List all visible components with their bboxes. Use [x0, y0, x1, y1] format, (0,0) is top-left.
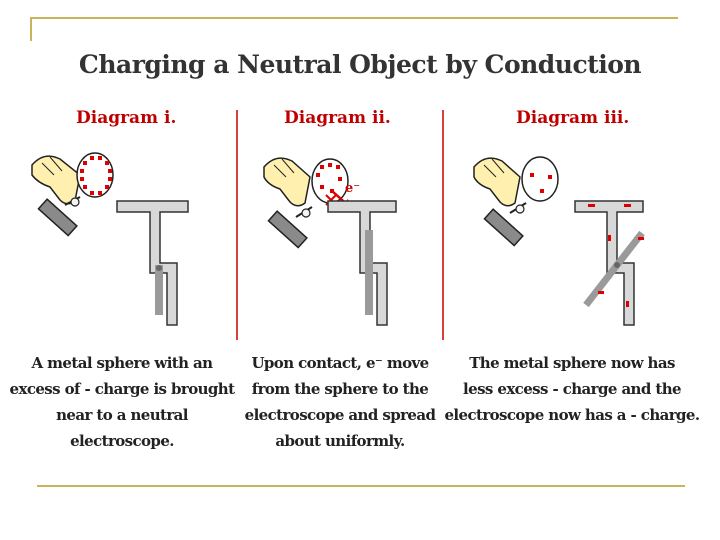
electroscope	[116, 200, 189, 326]
insulating-handle	[37, 196, 81, 237]
diagram-iii	[473, 156, 645, 326]
diagram-iii-label: Diagram iii.	[516, 108, 630, 128]
electroscope-leaf	[155, 265, 163, 315]
caption-line: near to a neutral electroscope.	[56, 406, 188, 450]
diagram-i-label: Diagram i.	[76, 108, 177, 128]
electroscope-charges	[588, 204, 644, 307]
electroscope	[574, 200, 645, 326]
caption-line: from the sphere to the	[251, 380, 429, 398]
glove-hand-icon	[473, 157, 521, 207]
caption-diagram-iii: The metal sphere now has less excess - c…	[444, 350, 700, 428]
frame-top-line	[30, 17, 678, 19]
insulating-handle	[267, 206, 313, 249]
electron-label: e⁻	[345, 181, 360, 196]
diagram-ii: e⁻	[263, 157, 397, 326]
panel-divider-1	[236, 110, 238, 340]
caption-line: excess of - charge is brought	[9, 380, 236, 398]
glove-hand-icon	[263, 157, 311, 207]
caption-line: A metal sphere with an	[31, 354, 214, 372]
metal-sphere	[311, 158, 349, 204]
caption-line: about uniformly.	[275, 432, 405, 450]
insulating-handle	[483, 202, 527, 247]
diagram-i	[31, 152, 189, 326]
metal-sphere	[76, 152, 114, 198]
frame-bottom-line	[37, 485, 685, 487]
frame-left-line	[30, 17, 32, 41]
metal-sphere	[521, 156, 559, 202]
caption-diagram-i: A metal sphere with an excess of - charg…	[2, 350, 242, 454]
slide-title: Charging a Neutral Object by Conduction	[78, 50, 642, 79]
glove-hand-icon	[31, 155, 81, 205]
caption-diagram-ii: Upon contact, e⁻ move from the sphere to…	[240, 350, 440, 454]
caption-line: Upon contact, e⁻ move	[251, 354, 429, 372]
electroscope-leaf-deflected	[583, 230, 645, 308]
caption-line: The metal sphere now has	[469, 354, 675, 372]
panel-divider-2	[442, 110, 444, 340]
caption-line: electroscope and spread	[244, 406, 436, 424]
diagram-ii-label: Diagram ii.	[284, 108, 391, 128]
electroscope	[327, 200, 397, 326]
electroscope-leaf	[365, 230, 373, 315]
caption-line: less excess - charge and the	[463, 380, 682, 398]
caption-line: electroscope now has a - charge.	[444, 406, 700, 424]
